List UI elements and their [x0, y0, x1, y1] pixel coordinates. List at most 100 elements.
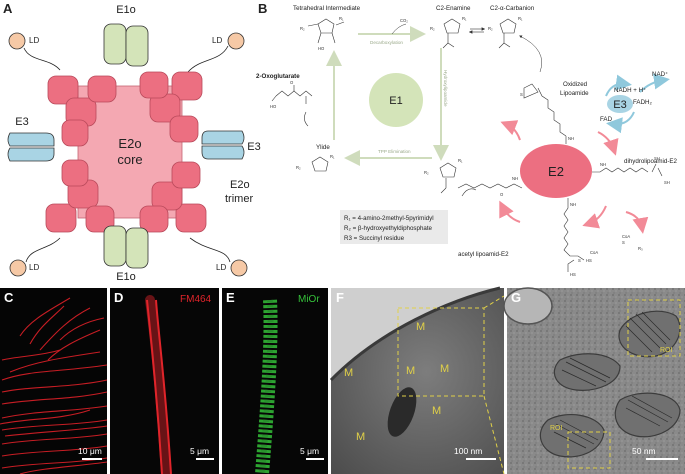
panel-f-zoom-line-1 [483, 295, 505, 309]
e3-left [7, 132, 55, 162]
carbanion-attack-arrow [519, 35, 542, 73]
ylide-label: Ylide [316, 144, 330, 151]
legend-r3: R3 = Succinyl residue [344, 235, 405, 242]
oxidized-lipoamide [523, 83, 567, 144]
lipo-o: O [500, 192, 504, 197]
ld-label-tr: LD [212, 36, 222, 45]
m-label-5: M [432, 405, 441, 417]
fad-label: FAD [600, 116, 613, 123]
carbanion-r1: R₁ [518, 16, 523, 21]
m-label-2: M [344, 367, 353, 379]
dh-sh1: SH [654, 156, 660, 161]
panel-c-scale: 10 μm [78, 446, 102, 456]
acetyl-label: acetyl lipoamid-E2 [458, 251, 509, 258]
panel-c: C 10 μm [0, 288, 108, 474]
coa-hs: HS [586, 258, 592, 263]
panel-e: E MiOr 5 μm [222, 288, 328, 474]
panel-c-letter: C [4, 290, 14, 305]
e1o-top-label: E1o [116, 4, 136, 16]
tetrahedral-molecule [307, 18, 345, 44]
e1-enzyme [369, 73, 423, 127]
panel-g-scalebar [646, 458, 678, 460]
ac-nh: NH [570, 202, 576, 207]
panel-a-letter: A [3, 1, 13, 16]
panel-e-letter: E [226, 290, 235, 305]
oxidized-label-1: Oxidized [563, 81, 588, 88]
panel-f-scale: 100 nm [454, 446, 482, 456]
co2-label: CO₂ [400, 18, 408, 23]
ld-label-tl: LD [29, 36, 39, 45]
e1-label: E1 [389, 95, 402, 107]
ox-s: S [520, 92, 523, 97]
ac-hs: HS [570, 272, 576, 277]
e3-cycle-arrows [605, 73, 670, 134]
fm464-fiber-right-edge [155, 299, 172, 474]
dihydro-label: dihydrolipoamid-E2 [624, 158, 678, 165]
carbanion-molecule [498, 18, 517, 49]
lipo-r2: R₂ [424, 170, 429, 175]
dh-nh: NH [600, 162, 606, 167]
panel-g-vesicle [503, 287, 553, 325]
roi-box-1 [627, 299, 681, 357]
lipo-r1: R₁ [458, 158, 463, 163]
e1o-bottom [103, 225, 149, 269]
tpp-label: TPP Elimination [378, 149, 411, 154]
nad-label: NAD⁺ [652, 71, 668, 78]
lipo-nh: NH [512, 176, 518, 181]
legend-box [340, 210, 448, 244]
co2-release-arrow [391, 23, 407, 35]
coa-1: CoA [622, 234, 630, 239]
legend-r1: R₁ = 4-amino-2methyl-5pyrimidyl [344, 215, 434, 222]
m-label-3: M [406, 365, 415, 377]
core-label-2: core [117, 152, 142, 167]
m-label-6: M [356, 431, 365, 443]
oxo-o: O [290, 80, 294, 85]
lipoyl-domains [8, 32, 248, 277]
panel-e-scalebar [306, 458, 324, 460]
panel-d-scale: 5 μm [190, 446, 209, 456]
roi-2-label: ROI [550, 425, 563, 432]
e2o-trimers [45, 71, 207, 233]
panel-a: A E2o core [3, 1, 261, 283]
roi-box-2 [567, 431, 611, 469]
ylide-r2: R₂ [296, 165, 301, 170]
fm464-fiber-left-edge [146, 299, 163, 474]
panel-f-letter: F [336, 290, 344, 305]
panel-g-letter: G [511, 290, 521, 305]
e3-right-label: E3 [247, 141, 260, 153]
tetrahedral-label: Tetrahedral Intermediate [293, 5, 361, 12]
enamine-molecule [442, 18, 461, 49]
panel-d-letter: D [114, 290, 123, 305]
tetra-r2: R₂ [300, 26, 305, 31]
trimer-label-1: E2o [230, 179, 250, 191]
e3-enzyme-b [607, 95, 633, 113]
dh-sh2: SH [664, 180, 670, 185]
acetyl-lipoamide-chain [563, 198, 585, 272]
fm464-fiber-glow [145, 295, 171, 474]
mior-label: MiOr [298, 294, 320, 305]
enamine-r2: R₂ [430, 26, 435, 31]
fiber-network [0, 297, 108, 474]
trimer-label-2: trimer [225, 193, 253, 205]
dihydrolipoamide-chain [592, 163, 663, 177]
panel-b: B Tetrahedral Intermediate C2-Enamine C2… [256, 1, 678, 277]
tetra-r1: R₁ [339, 16, 344, 21]
ylide-r1: R₁ [330, 154, 335, 159]
panel-f-scalebar [466, 458, 496, 460]
oxoglutarate-molecule [271, 85, 313, 127]
panel-g: ROI ROI G 50 nm [503, 287, 685, 474]
oxidized-label-2: Lipoamide [560, 90, 589, 97]
mior-fiber-core [259, 299, 274, 474]
panel-f-membrane [329, 286, 501, 382]
panel-g-cristae [553, 311, 673, 449]
decarboxylation-label: Decarboxylation [370, 40, 403, 45]
e3-left-label: E3 [15, 116, 28, 128]
panel-f-dark-body [387, 387, 417, 437]
e1o-top [103, 23, 149, 67]
coa-2: CoA [590, 250, 598, 255]
panel-d: D FM464 5 μm [110, 288, 219, 474]
ylide-molecule [311, 156, 329, 172]
m-label-1: M [416, 321, 425, 333]
oxo-oh: HO [270, 104, 277, 109]
core-label-1: E2o [118, 136, 141, 151]
